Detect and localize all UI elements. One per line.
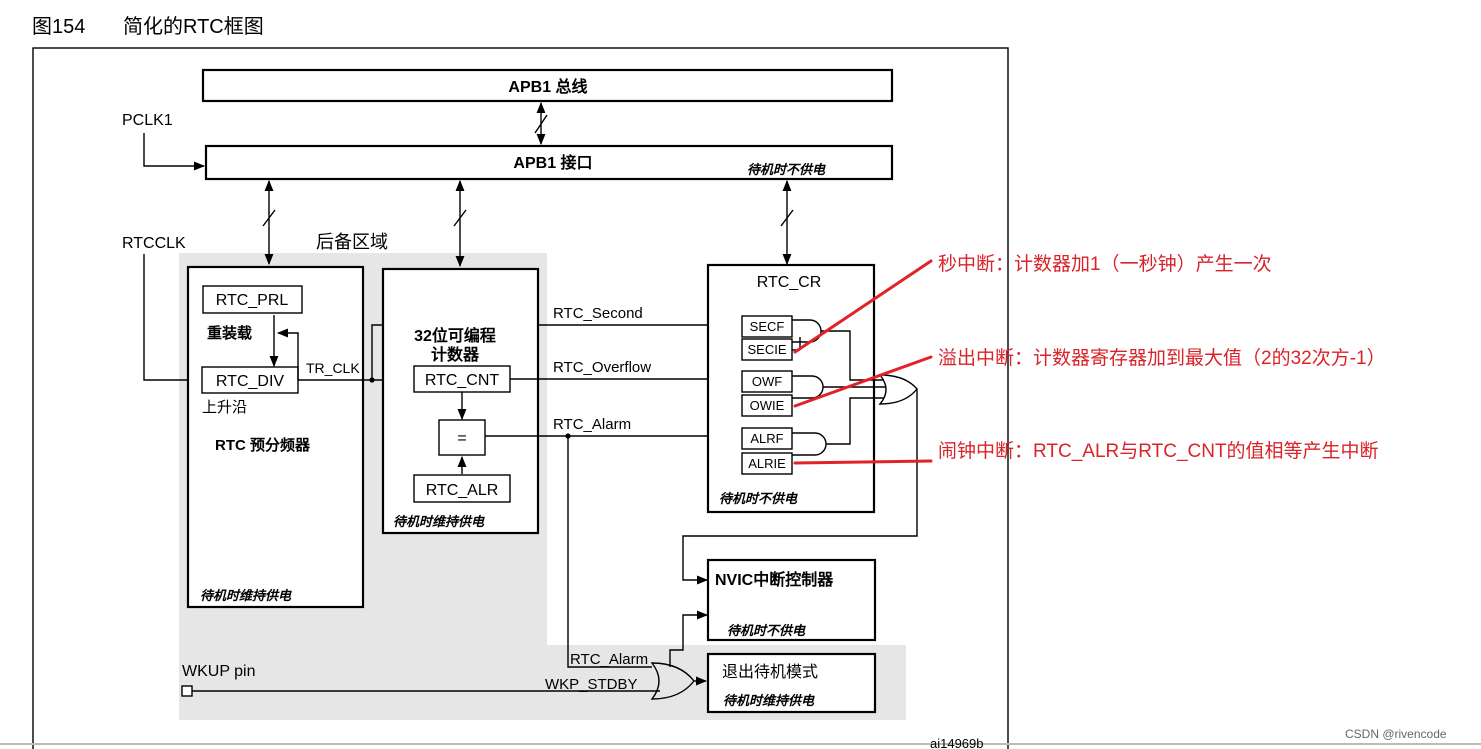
rtc-div-box (201, 366, 299, 394)
annotation-alarm-interrupt: 闹钟中断：RTC_ALR与RTC_CNT的值相等产生中断 (938, 440, 1379, 462)
apb1-bus-box (201, 68, 894, 103)
pclk1-line (143, 133, 206, 171)
prescaler-name: RTC 预分频器 (215, 436, 311, 454)
annotation-pointer-overflow (793, 355, 933, 408)
annotation-pointer-alarm (793, 459, 933, 465)
secf-box (741, 315, 793, 338)
figure-number: 图154 (32, 16, 85, 38)
secie-label: SECIE (747, 342, 786, 357)
rtc-alr-label: RTC_ALR (426, 482, 499, 499)
nvic-label: NVIC中断控制器 (715, 570, 834, 589)
rtc-alr-box (413, 474, 511, 503)
alrf-box (741, 427, 793, 450)
div-reload-loop (276, 328, 299, 380)
exit-standby-note: 待机时维持供电 (723, 693, 815, 708)
nvic-block (706, 558, 877, 642)
compare-symbol: = (457, 430, 466, 447)
alarm-to-or (826, 397, 884, 445)
alrf-label: ALRF (750, 431, 783, 446)
owie-box (741, 394, 793, 417)
alarm-to-nvic (669, 610, 709, 667)
rtc-prl-box (202, 285, 303, 314)
if-to-counter-slash (453, 209, 467, 227)
or-gate (878, 374, 918, 405)
compare-box (438, 419, 486, 456)
apb1-interface-box (204, 144, 894, 181)
rtc-div-label: RTC_DIV (216, 373, 284, 390)
owie-label: OWIE (750, 398, 785, 413)
and-gate-alarm (792, 432, 827, 456)
figure-code: ai14969b (930, 736, 984, 749)
apb1-bus-label: APB1 总线 (508, 77, 587, 96)
wkup-pin-pad (181, 685, 193, 697)
annotation-pointer-second (793, 259, 933, 354)
apb1-interface-note: 待机时不供电 (747, 162, 826, 177)
rtc-second-label: RTC_Second (553, 305, 643, 322)
tr-clk-to-second (371, 320, 742, 380)
alarm-to-exit (567, 436, 652, 668)
counter-title-line2: 计数器 (431, 345, 480, 364)
wkp-stdby-label: WKP_STDBY (545, 676, 638, 693)
prescaler-block (186, 265, 365, 609)
exit-standby-block (706, 652, 877, 714)
or-to-nvic (682, 389, 918, 585)
rtc-prl-label: RTC_PRL (216, 292, 289, 309)
wkup-pin-label: WKUP pin (182, 663, 256, 680)
exit-standby-label: 退出待机模式 (722, 663, 818, 681)
rtc-cnt-box (413, 365, 511, 393)
alrie-box (741, 452, 793, 475)
if-to-rtccr-slash (780, 209, 794, 227)
prescaler-note: 待机时维持供电 (200, 588, 292, 603)
pclk1-label: PCLK1 (122, 112, 173, 129)
counter-title-line1: 32位可编程 (414, 326, 496, 345)
secf-label: SECF (750, 319, 785, 334)
nvic-note: 待机时不供电 (727, 623, 806, 638)
rtc-cr-note: 待机时不供电 (719, 491, 798, 506)
rtc-cnt-label: RTC_CNT (425, 372, 500, 389)
rtc-alarm-label: RTC_Alarm (553, 416, 631, 433)
alrie-label: ALRIE (748, 456, 786, 471)
reload-label: 重装载 (207, 324, 252, 342)
rtcclk-label: RTCCLK (122, 235, 186, 252)
rtc-alarm-wkup-label: RTC_Alarm (570, 651, 648, 668)
counter-note: 待机时维持供电 (393, 514, 485, 529)
owf-label: OWF (752, 374, 782, 389)
tr-clk-label: TR_CLK (306, 360, 360, 376)
if-to-prescaler-slash (262, 209, 276, 227)
rtcclk-line (143, 254, 203, 385)
annotation-overflow-interrupt: 溢出中断：计数器寄存器加到最大值（2的32次方-1） (938, 347, 1386, 369)
bus-slash (534, 114, 548, 134)
backup-domain-label: 后备区域 (316, 232, 388, 252)
wkup-or-gate (650, 662, 695, 700)
rtc-overflow-label: RTC_Overflow (553, 359, 651, 376)
apb1-interface-label: APB1 接口 (513, 153, 592, 172)
annotation-second-interrupt: 秒中断：计数器加1（一秒钟）产生一次 (938, 253, 1272, 275)
figure-title: 简化的RTC框图 (123, 15, 264, 38)
figure-frame (32, 47, 1009, 749)
rising-edge-label: 上升沿 (202, 399, 247, 416)
csdn-watermark: CSDN @rivencode (1345, 727, 1447, 741)
rtc-cr-label: RTC_CR (757, 274, 822, 291)
owf-box (741, 370, 793, 393)
